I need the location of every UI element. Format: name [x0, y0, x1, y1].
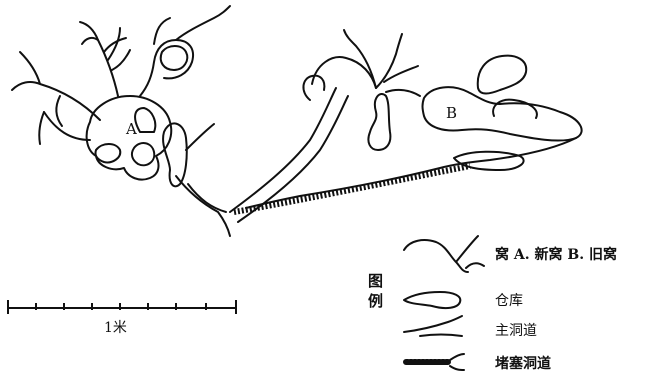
nest-a-inner-loop-2	[95, 144, 120, 162]
storage-room-b1	[478, 56, 526, 94]
tunnel-a-left-b	[39, 112, 44, 144]
tunnel-upper-branch	[176, 6, 230, 40]
scale-bar-label: 1米	[104, 320, 127, 336]
main-tunnel-symbol-icon	[404, 316, 462, 336]
legend-label-blocked-tunnel: 堵塞洞道	[495, 356, 551, 372]
main-tunnel-exit	[176, 176, 230, 236]
nest-a-label: A	[126, 122, 137, 137]
nest-b-branch-4	[386, 90, 420, 96]
lower-return-tunnel	[246, 138, 576, 208]
storage-symbol-icon	[404, 292, 460, 308]
tunnel-a-left-c	[56, 96, 62, 126]
upper-room	[161, 46, 188, 70]
legend-label-nest: 窝 A. 新窝 B. 旧窝	[495, 247, 617, 263]
tunnel-a-up-e	[112, 50, 130, 70]
legend-title: 图 例	[368, 271, 383, 311]
tunnel-a-upleft-b	[20, 52, 40, 84]
nest-a-inner-loop	[132, 143, 154, 165]
nest-b-label: B	[446, 106, 457, 121]
burrow-system	[12, 6, 582, 236]
tunnel-a-up-c	[82, 38, 98, 44]
tunnel-upper-branch-b	[154, 18, 170, 44]
legend-label-main-tunnel: 主洞道	[495, 323, 537, 339]
storage-room-a1	[163, 123, 187, 186]
tunnel-a-right	[186, 124, 214, 150]
main-tunnel-exit-2	[188, 184, 226, 212]
nest-symbol-icon	[404, 236, 484, 272]
scale-bar	[8, 300, 236, 314]
legend-title-line2: 例	[368, 291, 383, 311]
storage-room-b3	[368, 94, 390, 150]
legend-label-storage: 仓库	[495, 293, 523, 309]
blocked-tunnel	[234, 166, 470, 212]
legend-symbols	[404, 236, 484, 370]
storage-room-a2	[135, 108, 155, 132]
blocked-tunnel-symbol-icon	[406, 354, 464, 370]
legend-title-line1: 图	[368, 271, 383, 291]
tunnel-a-left	[44, 112, 90, 140]
tunnel-a-up	[80, 22, 118, 96]
